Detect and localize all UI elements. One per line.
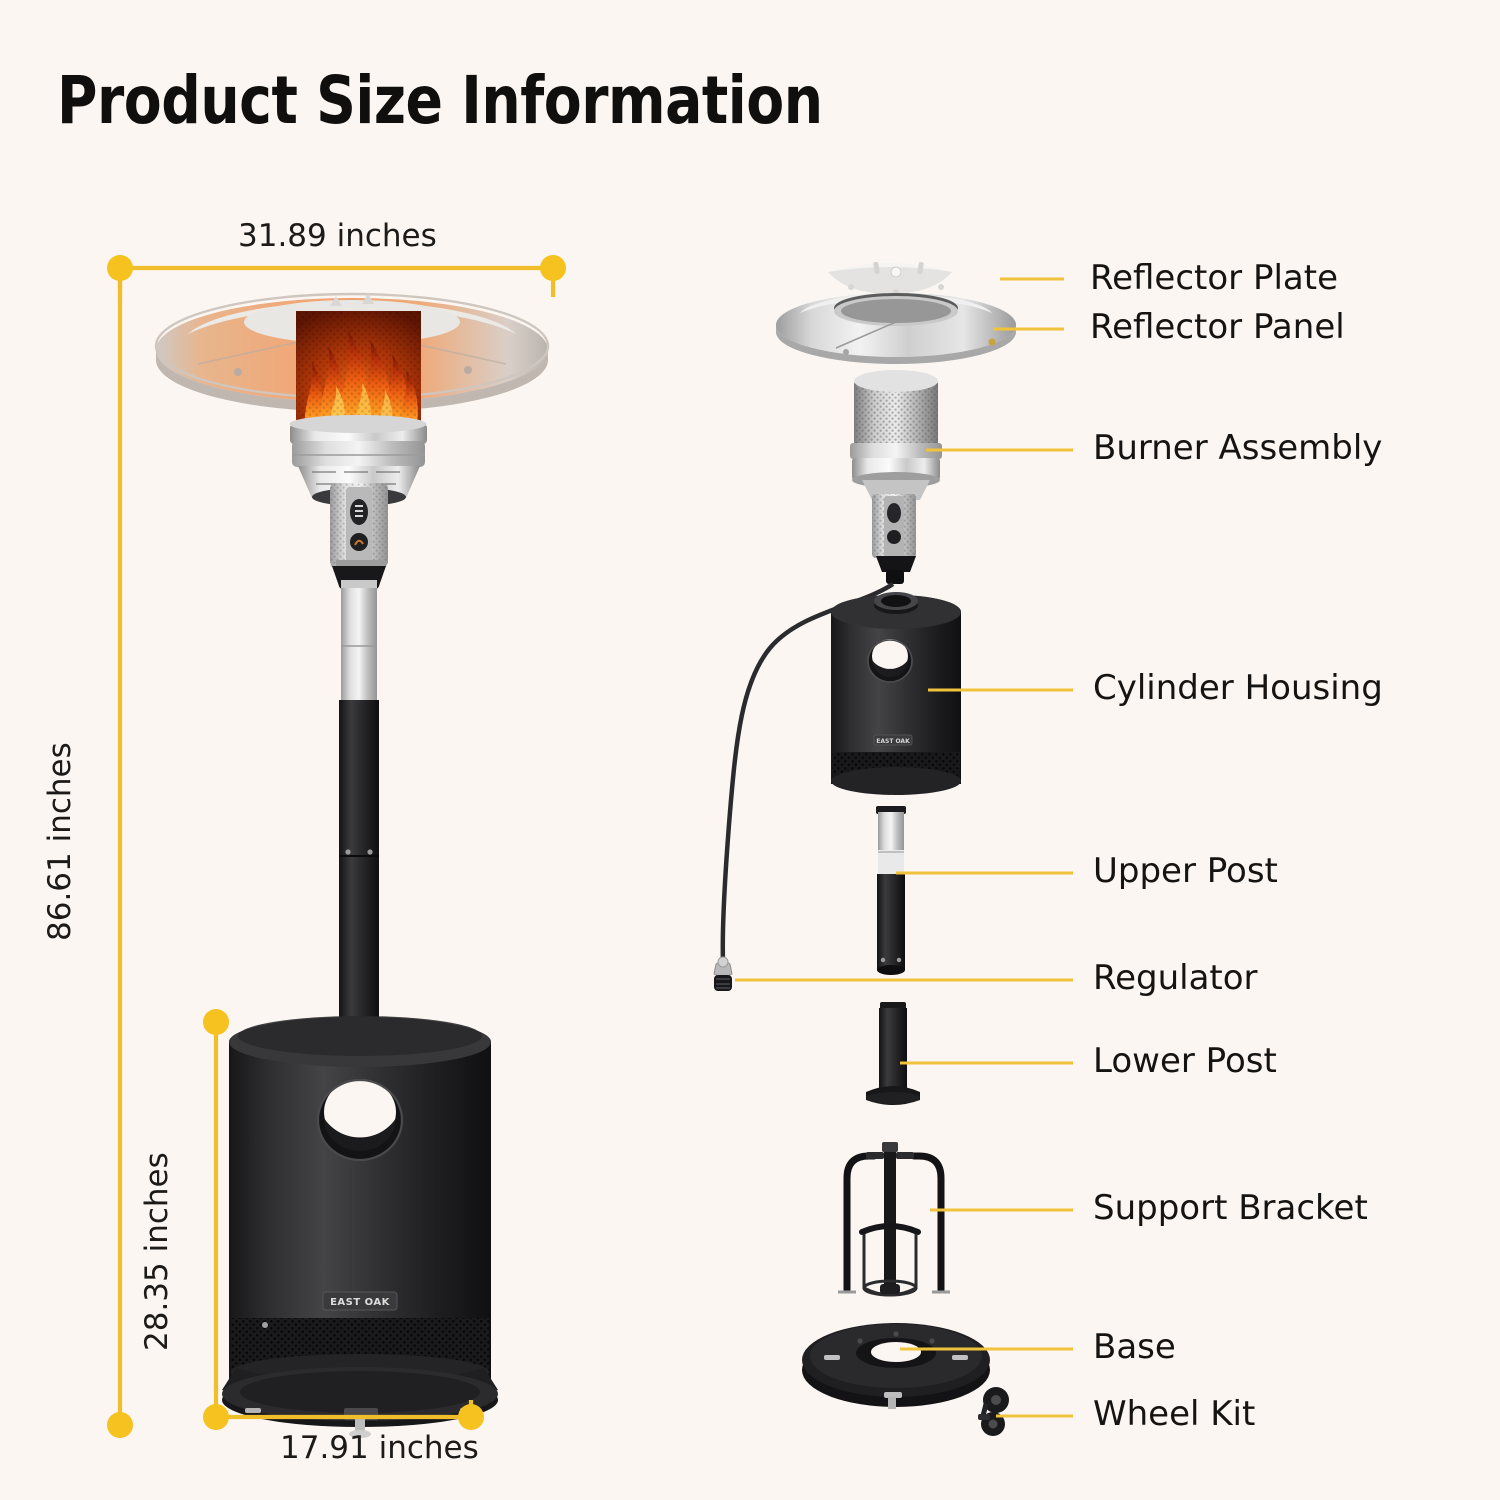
part-art-regulator-fitting — [713, 956, 733, 991]
dimension-label-height-base: 28.35 inches — [139, 1152, 175, 1351]
part-label-lower-post: Lower Post — [1093, 1041, 1277, 1081]
part-label-wheel-kit: Wheel Kit — [1093, 1394, 1256, 1434]
part-label-support-bracket: Support Bracket — [1093, 1188, 1368, 1228]
dimension-lines — [117, 265, 556, 1425]
part-art-lower-post — [866, 1002, 920, 1105]
part-art-reflector-panel — [776, 293, 1016, 364]
part-label-reflector-plate: Reflector Plate — [1090, 258, 1338, 298]
part-label-burner-assembly: Burner Assembly — [1093, 428, 1383, 468]
part-art-base — [802, 1323, 990, 1409]
dimension-label-height-total: 86.61 inches — [42, 742, 78, 941]
part-art-upper-post — [876, 806, 906, 975]
svg-text:EAST OAK: EAST OAK — [330, 1297, 391, 1308]
part-label-reflector-panel: Reflector Panel — [1090, 307, 1345, 347]
part-art-regulator — [720, 582, 895, 963]
part-art-wheel-kit — [978, 1387, 1009, 1436]
part-art-cylinder-housing: EAST OAK — [831, 592, 961, 795]
part-art-reflector-plate — [828, 261, 952, 295]
part-art-support-bracket — [843, 1152, 945, 1294]
part-label-upper-post: Upper Post — [1093, 851, 1278, 891]
part-label-cylinder-housing: Cylinder Housing — [1093, 668, 1383, 708]
exploded-view-illustration: EAST OAK — [713, 261, 1016, 1436]
part-art-burner-assembly — [850, 370, 942, 584]
dimension-endpoints — [107, 255, 566, 1438]
svg-text:EAST OAK: EAST OAK — [876, 738, 910, 745]
dimension-label-width-base: 17.91 inches — [280, 1430, 479, 1466]
part-art-support-bracket-detail — [838, 1142, 950, 1297]
assembled-heater-illustration: EAST OAK — [154, 292, 550, 1438]
leader-lines — [735, 277, 1073, 1418]
part-label-regulator: Regulator — [1093, 958, 1258, 998]
part-label-base: Base — [1093, 1327, 1176, 1367]
dimension-label-width-top: 31.89 inches — [238, 218, 437, 254]
page-title: Product Size Information — [57, 62, 823, 139]
